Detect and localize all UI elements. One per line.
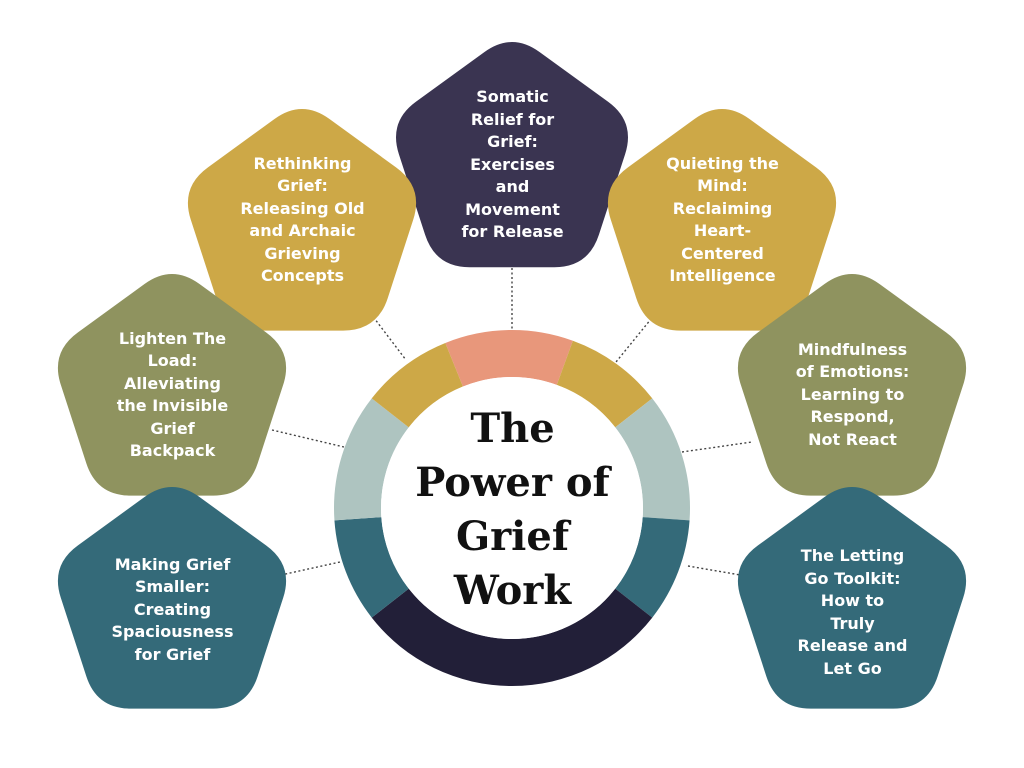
pentagon-making-grief-smaller <box>57 487 287 709</box>
pentagon-lighten-load <box>57 274 287 496</box>
ring-segment-teal-left <box>334 517 409 618</box>
pentagon-somatic-relief <box>395 42 629 268</box>
pentagon-layer <box>57 42 967 709</box>
center-ring <box>334 330 690 686</box>
pentagon-mindfulness-emotions <box>737 274 967 496</box>
ring-segment-teal-right <box>615 517 690 618</box>
ring-segment-salmon <box>445 330 573 387</box>
ring-segment-dark-bottom <box>371 588 653 686</box>
connector-line-4 <box>271 429 345 448</box>
pentagon-quieting-mind <box>607 109 837 331</box>
ring-segment-sage-left <box>334 398 409 521</box>
ring-segment-gold-left <box>371 342 463 428</box>
center-title: The Power of Grief Work <box>415 405 610 614</box>
ring-segment-gold-right <box>556 340 653 428</box>
pentagon-rethinking-grief <box>187 109 417 331</box>
pentagon-letting-go-toolkit <box>737 487 967 709</box>
ring-segment-sage-right <box>615 398 690 521</box>
center-disc <box>381 377 643 639</box>
connector-line-5 <box>681 441 753 453</box>
